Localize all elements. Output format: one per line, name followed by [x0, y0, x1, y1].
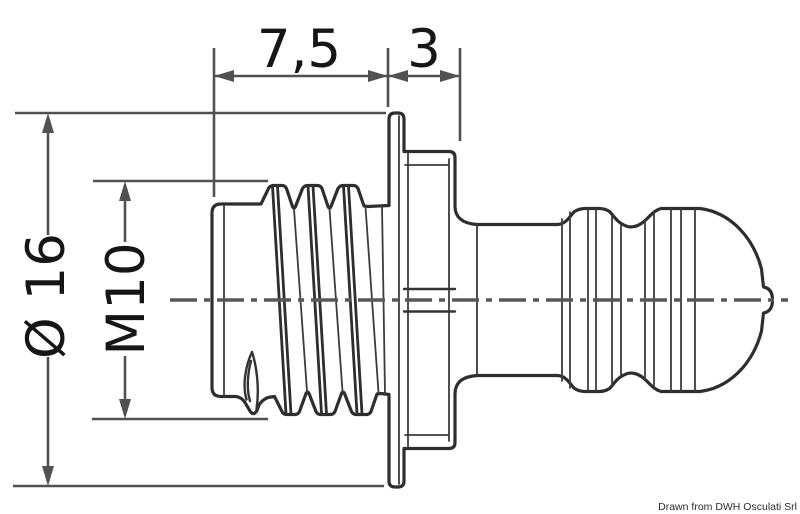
arrowhead-left [214, 70, 234, 82]
thread-start-wedge [243, 350, 259, 411]
arrowhead-up [42, 113, 54, 133]
arrowhead-right [440, 70, 460, 82]
collar-flat-edge-lines [402, 287, 457, 313]
arrowhead-right [368, 70, 388, 82]
arrowhead-down [119, 399, 131, 419]
drawing-credit: Drawn from DWH Osculati Srl [658, 501, 797, 513]
dimension-flange-diameter: Ø 16 [13, 111, 386, 488]
thread-length-dimension-label: 7,5 [257, 19, 341, 80]
arrowhead-left [388, 70, 408, 82]
extension-lines [212, 48, 390, 197]
arrowhead-down [42, 466, 54, 486]
extension-lines [92, 179, 268, 421]
dimension-thread-size: M10 [92, 179, 268, 421]
dimension-thread-length: 7,5 [212, 19, 390, 197]
thread-size-dimension-label: M10 [96, 242, 157, 355]
extension-lines [13, 111, 386, 488]
dimension-head-width: 3 [388, 19, 462, 141]
flange-diameter-dimension-label: Ø 16 [16, 233, 77, 359]
head-width-dimension-label: 3 [407, 19, 441, 80]
arrowhead-up [119, 181, 131, 201]
